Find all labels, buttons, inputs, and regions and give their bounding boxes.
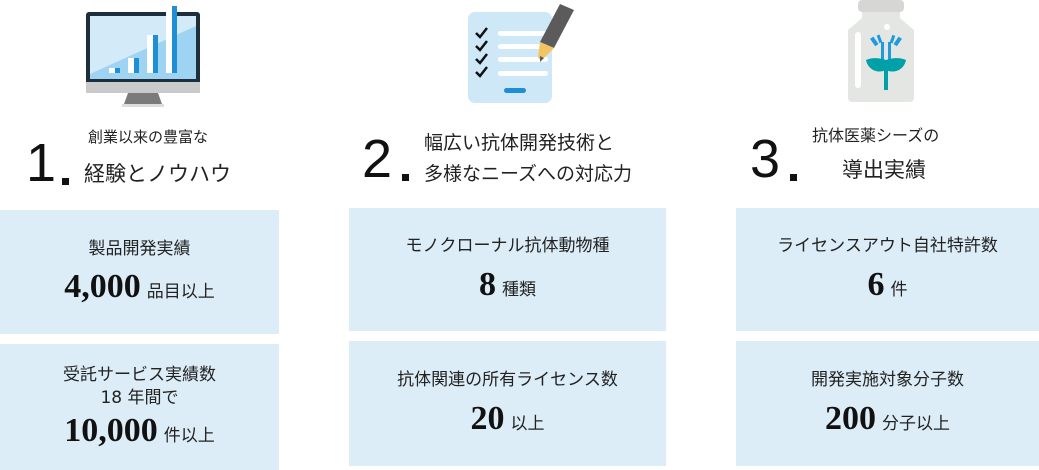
column-2-heading-line1: 幅広い抗体開発技術と — [424, 132, 615, 154]
stat-value: 6 — [867, 265, 885, 303]
monitor-chart-icon — [86, 6, 200, 107]
stat-unit: 件以上 — [163, 425, 215, 446]
column-2-number: 2 — [362, 129, 393, 189]
stat-unit: 分子以上 — [882, 413, 950, 434]
stat-value: 4,000 — [64, 268, 141, 306]
stat-label: ライセンスアウト自社特許数 — [777, 236, 998, 257]
column-1-number: 1 — [26, 133, 57, 193]
stat-box: 開発実施対象分子数 200 分子以上 — [736, 341, 1039, 466]
number-dot — [62, 178, 69, 185]
stat-label: 開発実施対象分子数 — [811, 370, 964, 391]
stat-unit: 以上 — [510, 413, 545, 434]
stat-unit: 品目以上 — [146, 282, 215, 303]
column-2-heading-line2: 多様なニーズへの対応力 — [424, 163, 633, 185]
number-dot — [402, 174, 409, 181]
column-3-heading-line1: 抗体医薬シーズの — [812, 126, 940, 145]
stat-label: 抗体関連の所有ライセンス数 — [397, 370, 618, 391]
stat-label: 製品開発実績 — [88, 238, 191, 259]
checklist-pencil-icon — [468, 4, 574, 103]
stat-label: モノクローナル抗体動物種 — [405, 236, 610, 257]
stat-box: モノクローナル抗体動物種 8 種類 — [349, 208, 666, 331]
stat-value: 20 — [470, 399, 505, 437]
column-1-heading-line2: 経験とノウハウ — [84, 162, 231, 186]
number-dot — [790, 174, 797, 181]
stat-sublabel: 18 年間で — [100, 388, 179, 408]
stat-value: 200 — [825, 399, 876, 437]
column-3-number: 3 — [750, 129, 781, 189]
stat-value: 10,000 — [64, 411, 158, 449]
stat-label: 受託サービス実績数 — [63, 365, 216, 386]
stat-unit: 種類 — [502, 279, 536, 300]
column-1-heading-line1: 創業以来の豊富な — [88, 128, 209, 146]
column-3-heading-line2: 導出実績 — [842, 158, 926, 182]
stat-value: 8 — [479, 265, 496, 303]
antibody-bottle-icon — [848, 0, 914, 102]
stat-unit: 件 — [890, 279, 908, 300]
